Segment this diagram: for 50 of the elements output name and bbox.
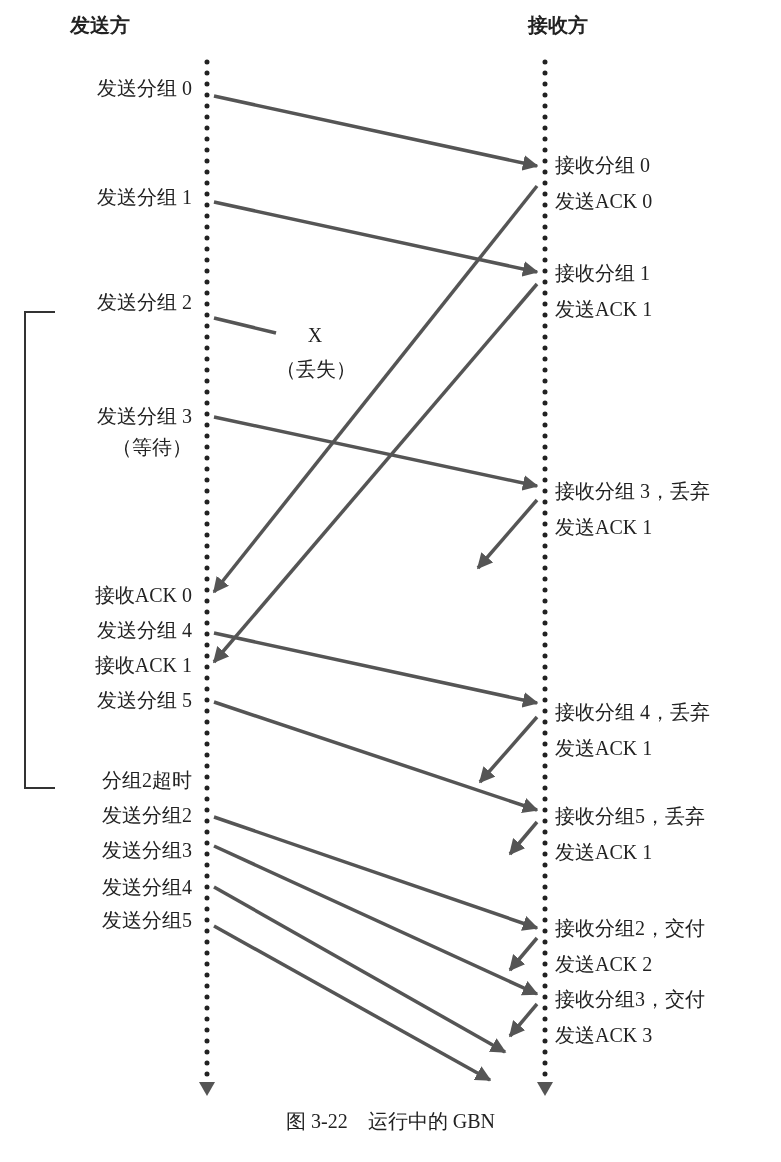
line (213, 316, 277, 335)
loss-note: （丢失） (276, 358, 356, 380)
figure-caption: 图 3-22 运行中的 GBN (286, 1110, 495, 1132)
event-label: 发送分组 4 (97, 619, 192, 641)
column-heading: 发送方 (70, 13, 130, 38)
arrow (476, 498, 539, 570)
arrow (212, 184, 539, 594)
event-label: 发送ACK 0 (555, 190, 653, 212)
event-label: 接收分组 0 (555, 154, 650, 176)
event-label: 发送ACK 1 (555, 737, 653, 759)
arrow (213, 885, 507, 1054)
event-label: 发送ACK 1 (555, 516, 653, 538)
event-label: 发送分组 1 (97, 186, 192, 208)
arrow (213, 844, 539, 996)
event-label: 发送分组 2 (97, 291, 192, 313)
event-label: 发送分组4 (102, 876, 192, 898)
event-label: （等待） (112, 436, 192, 458)
arrow (478, 715, 539, 784)
arrow (213, 924, 492, 1082)
event-label: 分组2超时 (102, 769, 192, 791)
event-label: 发送分组 5 (97, 689, 192, 711)
event-label: 发送ACK 1 (555, 841, 653, 863)
event-label: 接收分组 4，丢弃 (555, 701, 710, 723)
event-label: 接收ACK 0 (94, 584, 192, 606)
arrow (508, 1002, 539, 1038)
arrow (508, 936, 539, 972)
event-label: 接收ACK 1 (94, 654, 192, 676)
arrow (213, 631, 539, 708)
arrow (508, 820, 539, 856)
loss-note: X (307, 324, 323, 346)
event-label: 发送分组2 (102, 804, 192, 826)
column-heading: 接收方 (528, 13, 588, 38)
event-label: 接收分组5，丢弃 (555, 805, 705, 827)
event-label: 发送ACK 1 (555, 298, 653, 320)
event-label: 接收分组 1 (555, 262, 650, 284)
arrow (212, 282, 539, 664)
event-label: 接收分组3，交付 (555, 988, 705, 1010)
arrow (213, 200, 539, 277)
event-label: 发送分组 3 (97, 405, 192, 427)
event-label: 发送ACK 2 (555, 953, 653, 975)
arrow (213, 815, 539, 931)
event-label: 发送分组3 (102, 839, 192, 861)
event-label: 接收分组 3，丢弃 (555, 480, 710, 502)
event-label: 发送ACK 3 (555, 1024, 653, 1046)
event-label: 发送分组 0 (97, 77, 192, 99)
arrow (213, 700, 539, 813)
arrow (213, 94, 539, 171)
arrow (213, 415, 539, 491)
event-label: 发送分组5 (102, 909, 192, 931)
event-label: 接收分组2，交付 (555, 917, 705, 939)
